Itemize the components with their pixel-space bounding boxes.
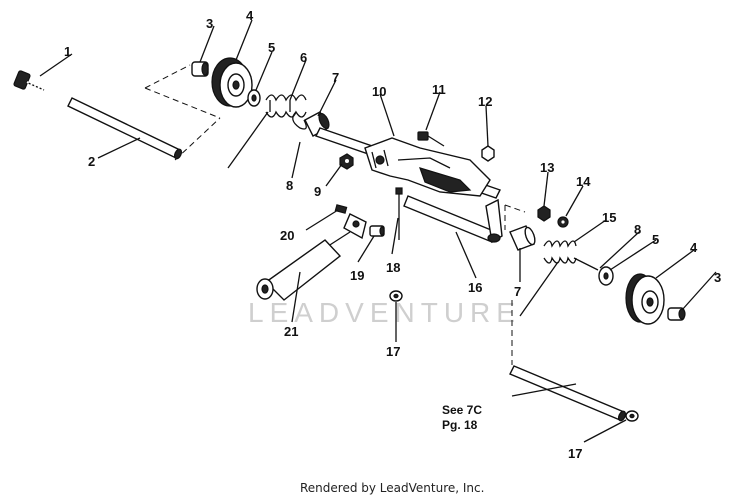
callout-5-top: 5 <box>268 40 275 55</box>
callout-3-right: 3 <box>714 270 721 285</box>
bracket-part-10 <box>364 137 491 197</box>
washer-part-17-middle <box>389 290 403 302</box>
callout-5-right: 5 <box>652 232 659 247</box>
callout-4-top: 4 <box>246 8 254 23</box>
callout-13: 13 <box>540 160 554 175</box>
callout-7-right: 7 <box>514 284 521 299</box>
callout-14: 14 <box>576 174 591 189</box>
callout-4-right: 4 <box>690 240 698 255</box>
callout-16: 16 <box>468 280 482 295</box>
spacer-part-7-right <box>509 225 536 251</box>
callout-3-top: 3 <box>206 16 213 31</box>
callout-labels: 1 2 3 4 5 6 7 8 9 10 11 12 13 14 15 8 5 … <box>64 8 721 461</box>
footer-credit: Rendered by LeadVenture, Inc. <box>300 481 484 495</box>
pin-part-18 <box>395 187 403 240</box>
callout-8-right: 8 <box>634 222 641 237</box>
rod-lower <box>509 365 627 422</box>
pin-part-20 <box>334 204 348 214</box>
callout-11: 11 <box>432 82 446 97</box>
bushing-part-3-top <box>191 61 209 77</box>
washer-part-5-right <box>598 266 614 286</box>
eye-part-19 <box>369 225 385 237</box>
callout-2: 2 <box>88 154 95 169</box>
callout-21: 21 <box>284 324 298 339</box>
callout-18: 18 <box>386 260 400 275</box>
callout-1: 1 <box>64 44 71 59</box>
watermark: LEADVENTURE <box>248 297 521 328</box>
assembly-guide-lines <box>144 64 526 365</box>
callout-8-left: 8 <box>286 178 293 193</box>
callout-20: 20 <box>280 228 294 243</box>
callout-9: 9 <box>314 184 321 199</box>
reference-note-line-2: Pg. 18 <box>442 418 478 432</box>
callout-7-top: 7 <box>332 70 339 85</box>
callout-17-bottom: 17 <box>568 446 582 461</box>
bolt-part-11 <box>417 131 445 147</box>
washer-part-5-top <box>247 89 261 107</box>
callout-19: 19 <box>350 268 364 283</box>
callout-15: 15 <box>602 210 616 225</box>
bolt-part-1 <box>13 70 45 91</box>
callout-12: 12 <box>478 94 492 109</box>
spring-part-15 <box>519 240 599 317</box>
pulley-part-4-right <box>625 273 665 325</box>
callout-10: 10 <box>372 84 386 99</box>
shaft-part-16 <box>403 195 503 244</box>
spring-part-6 <box>227 94 307 169</box>
nut-part-12 <box>481 145 495 162</box>
nut-part-13 <box>537 205 551 222</box>
pulley-part-4-top <box>211 57 253 108</box>
rod-part-2 <box>67 97 183 160</box>
shock-absorber-part-21 <box>256 213 367 301</box>
bushing-part-3-right <box>667 307 686 321</box>
leader-lines <box>39 19 717 443</box>
callout-6: 6 <box>300 50 307 65</box>
callout-17-middle: 17 <box>386 344 400 359</box>
reference-note-line-1: See 7C <box>442 403 482 417</box>
washer-part-17-bottom <box>625 410 639 422</box>
washer-part-14 <box>557 216 569 228</box>
nut-part-9 <box>339 153 354 170</box>
